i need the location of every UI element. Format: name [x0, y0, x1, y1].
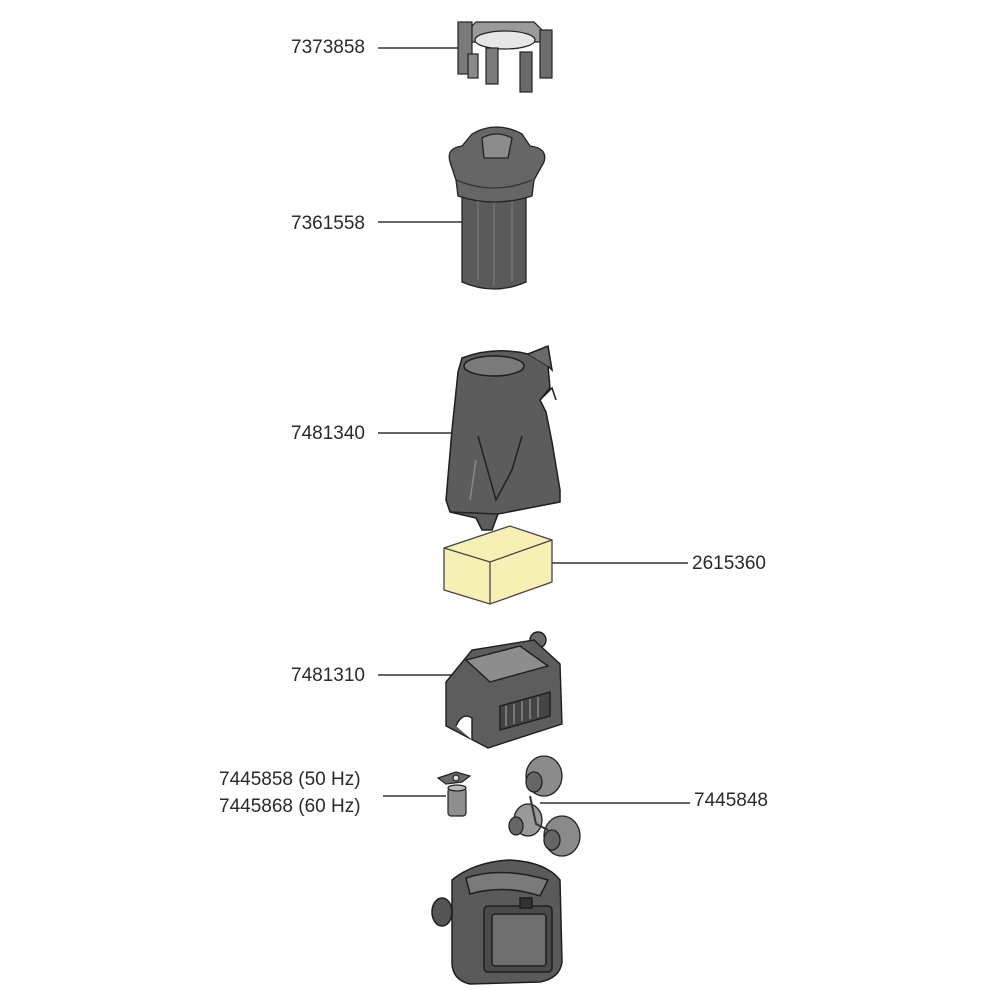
part-label-7445858: 7445858 (50 Hz) [219, 769, 361, 790]
part-label-7445868: 7445868 (60 Hz) [219, 796, 361, 817]
part-label-7373858: 7373858 [291, 37, 365, 58]
filter-housing-icon [445, 344, 561, 531]
part-label-7445848: 7445848 [694, 790, 768, 811]
pump-cover-icon [445, 631, 563, 749]
part-label-7481310: 7481310 [291, 665, 365, 686]
part-label-2615360: 2615360 [692, 553, 766, 574]
part-label-7481340: 7481340 [291, 423, 365, 444]
leader-lines [378, 47, 690, 804]
mounting-bracket-icon [457, 21, 553, 93]
pump-motor-icon [431, 859, 563, 985]
part-label-7361558: 7361558 [291, 213, 365, 234]
impeller-icon [436, 771, 472, 817]
filter-sponge-icon [443, 525, 553, 605]
intake-tube-icon [448, 126, 546, 290]
suction-cups-icon [508, 755, 581, 857]
